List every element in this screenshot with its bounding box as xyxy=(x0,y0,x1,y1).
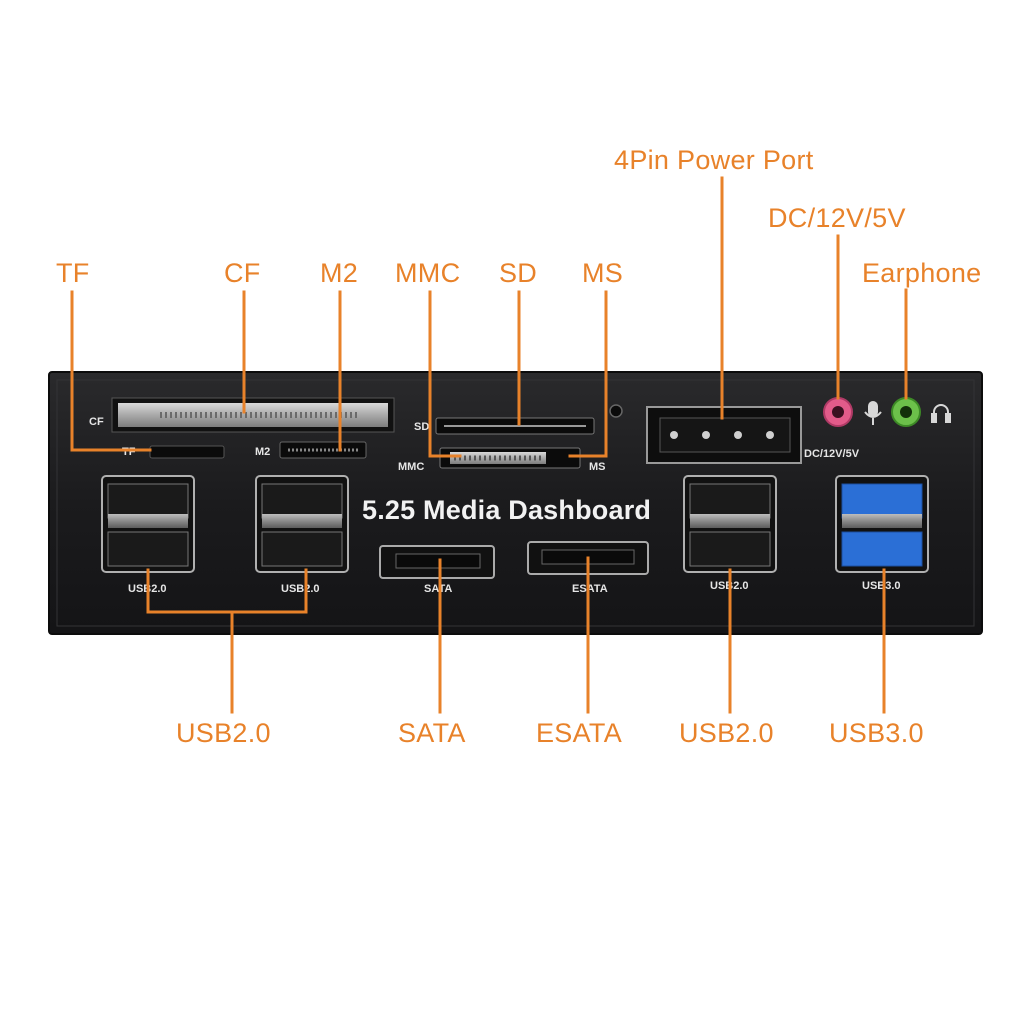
microphone-icon xyxy=(864,401,882,425)
tf-slot[interactable] xyxy=(149,445,225,459)
leader-mmc xyxy=(428,290,462,458)
callout-mmc: MMC xyxy=(395,258,461,288)
4pin-power-port[interactable] xyxy=(646,406,802,464)
panel-label-ms: MS xyxy=(589,461,606,473)
callout-esata: ESATA xyxy=(536,718,623,748)
callout-tf: TF xyxy=(56,258,90,288)
callout-sata: SATA xyxy=(398,718,466,748)
leader-tf xyxy=(70,290,152,452)
callout-cf: CF xyxy=(224,258,261,288)
panel-inner-edge xyxy=(56,379,975,627)
panel-label-esata: ESATA xyxy=(572,583,608,595)
panel-label-m2: M2 xyxy=(255,446,271,458)
leader-usb2-left xyxy=(146,568,308,614)
m2-slot[interactable] xyxy=(279,441,367,459)
callout-usb3: USB3.0 xyxy=(829,718,924,748)
callout-sd: SD xyxy=(499,258,538,288)
sd-slot[interactable] xyxy=(435,417,595,435)
panel-label-sd: SD xyxy=(414,421,430,433)
callout-ms: MS xyxy=(582,258,624,288)
callout-earphone: Earphone xyxy=(862,258,982,288)
panel-label-usb2-b: USB2.0 xyxy=(281,583,320,595)
sata-port[interactable] xyxy=(379,545,495,579)
panel-label-sata: SATA xyxy=(424,583,453,595)
usb2-port-group-b[interactable] xyxy=(255,475,349,573)
usb3-port-group[interactable] xyxy=(835,475,929,573)
panel-label-cf: CF xyxy=(89,416,104,428)
callout-usb2-right: USB2.0 xyxy=(679,718,774,748)
panel-label-mmc: MMC xyxy=(398,461,425,473)
panel-label-dc: DC/12V/5V xyxy=(804,448,860,460)
usb2-port-group-c[interactable] xyxy=(683,475,777,573)
callout-usb2-left: USB2.0 xyxy=(176,718,271,748)
leader-ms xyxy=(568,290,608,458)
callout-m2: M2 xyxy=(320,258,359,288)
callout-power: 4Pin Power Port xyxy=(614,145,814,175)
cf-slot[interactable] xyxy=(111,397,395,433)
headphone-icon xyxy=(931,404,951,423)
activity-led xyxy=(609,404,623,418)
panel-label-usb3: USB3.0 xyxy=(862,580,901,592)
panel-title: 5.25 Media Dashboard xyxy=(362,495,652,525)
earphone-jack[interactable] xyxy=(891,397,921,427)
usb2-port-group-a[interactable] xyxy=(101,475,195,573)
mmc-ms-slot[interactable] xyxy=(439,447,581,469)
callout-dc: DC/12V/5V xyxy=(768,203,906,233)
mic-jack[interactable] xyxy=(823,397,853,427)
